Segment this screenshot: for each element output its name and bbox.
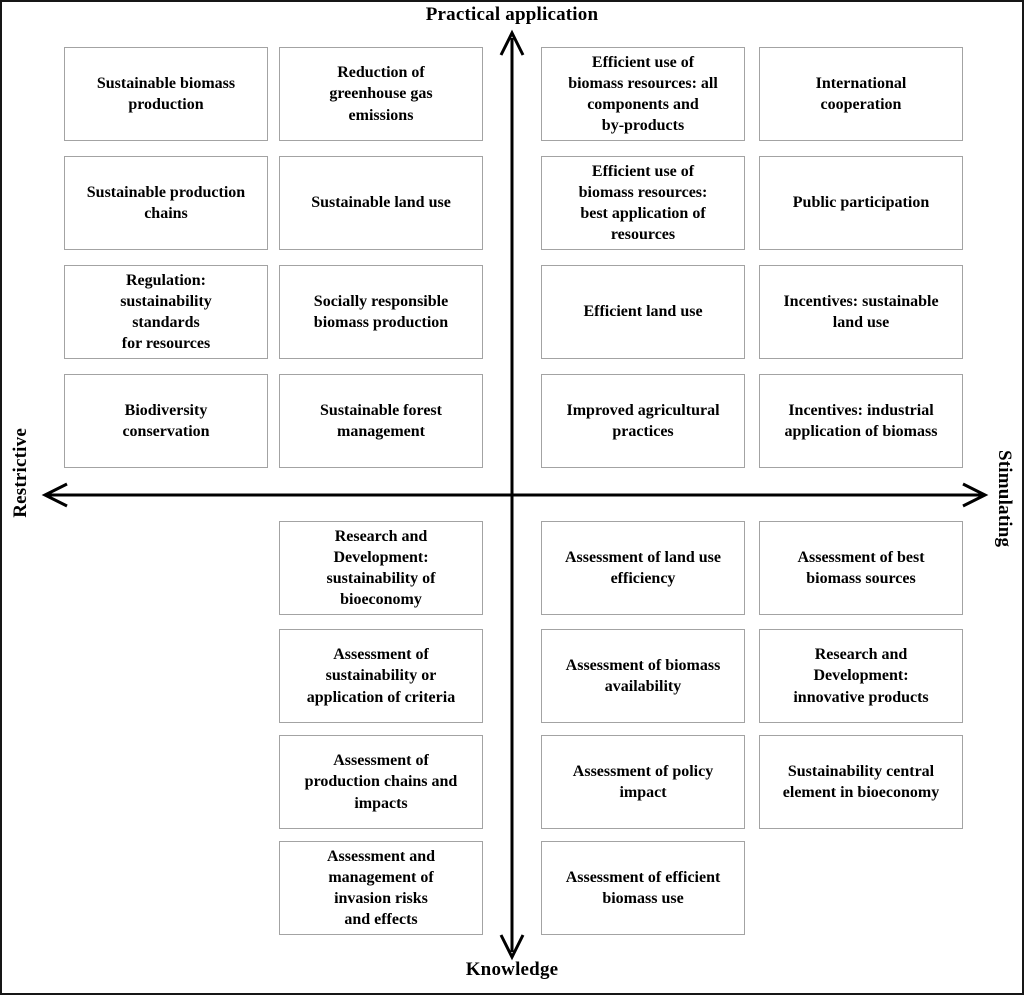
- matrix-box: Efficient use of biomass resources: best…: [541, 156, 745, 250]
- matrix-box: Assessment and management of invasion ri…: [279, 841, 483, 935]
- matrix-box: International cooperation: [759, 47, 963, 141]
- matrix-box: Assessment of production chains and impa…: [279, 735, 483, 829]
- arrow-down-icon: [499, 934, 525, 961]
- arrow-up-icon: [499, 29, 525, 56]
- matrix-box: Research and Development: innovative pro…: [759, 629, 963, 723]
- matrix-box: Incentives: industrial application of bi…: [759, 374, 963, 468]
- matrix-box: Efficient use of biomass resources: all …: [541, 47, 745, 141]
- matrix-box: Sustainability central element in bioeco…: [759, 735, 963, 829]
- matrix-box: Assessment of efficient biomass use: [541, 841, 745, 935]
- matrix-box: Assessment of policy impact: [541, 735, 745, 829]
- matrix-box: Efficient land use: [541, 265, 745, 359]
- axis-label-restrictive: Restrictive: [10, 428, 31, 518]
- matrix-box: Assessment of land use efficiency: [541, 521, 745, 615]
- matrix-box: Sustainable biomass production: [64, 47, 268, 141]
- matrix-box: Incentives: sustainable land use: [759, 265, 963, 359]
- arrow-right-icon: [962, 482, 989, 508]
- matrix-box: Assessment of sustainability or applicat…: [279, 629, 483, 723]
- matrix-box: Sustainable forest management: [279, 374, 483, 468]
- arrow-left-icon: [41, 482, 68, 508]
- matrix-box: Assessment of best biomass sources: [759, 521, 963, 615]
- matrix-box: Biodiversity conservation: [64, 374, 268, 468]
- matrix-box: Socially responsible biomass production: [279, 265, 483, 359]
- matrix-box: Reduction of greenhouse gas emissions: [279, 47, 483, 141]
- matrix-box: Assessment of biomass availability: [541, 629, 745, 723]
- matrix-box: Regulation: sustainability standards for…: [64, 265, 268, 359]
- matrix-box: Sustainable production chains: [64, 156, 268, 250]
- axis-label-practical-application: Practical application: [425, 4, 599, 25]
- axis-label-knowledge: Knowledge: [465, 959, 559, 980]
- matrix-box: Public participation: [759, 156, 963, 250]
- matrix-box: Improved agricultural practices: [541, 374, 745, 468]
- matrix-box: Research and Development: sustainability…: [279, 521, 483, 615]
- axis-label-stimulating: Stimulating: [994, 450, 1015, 548]
- matrix-box: Sustainable land use: [279, 156, 483, 250]
